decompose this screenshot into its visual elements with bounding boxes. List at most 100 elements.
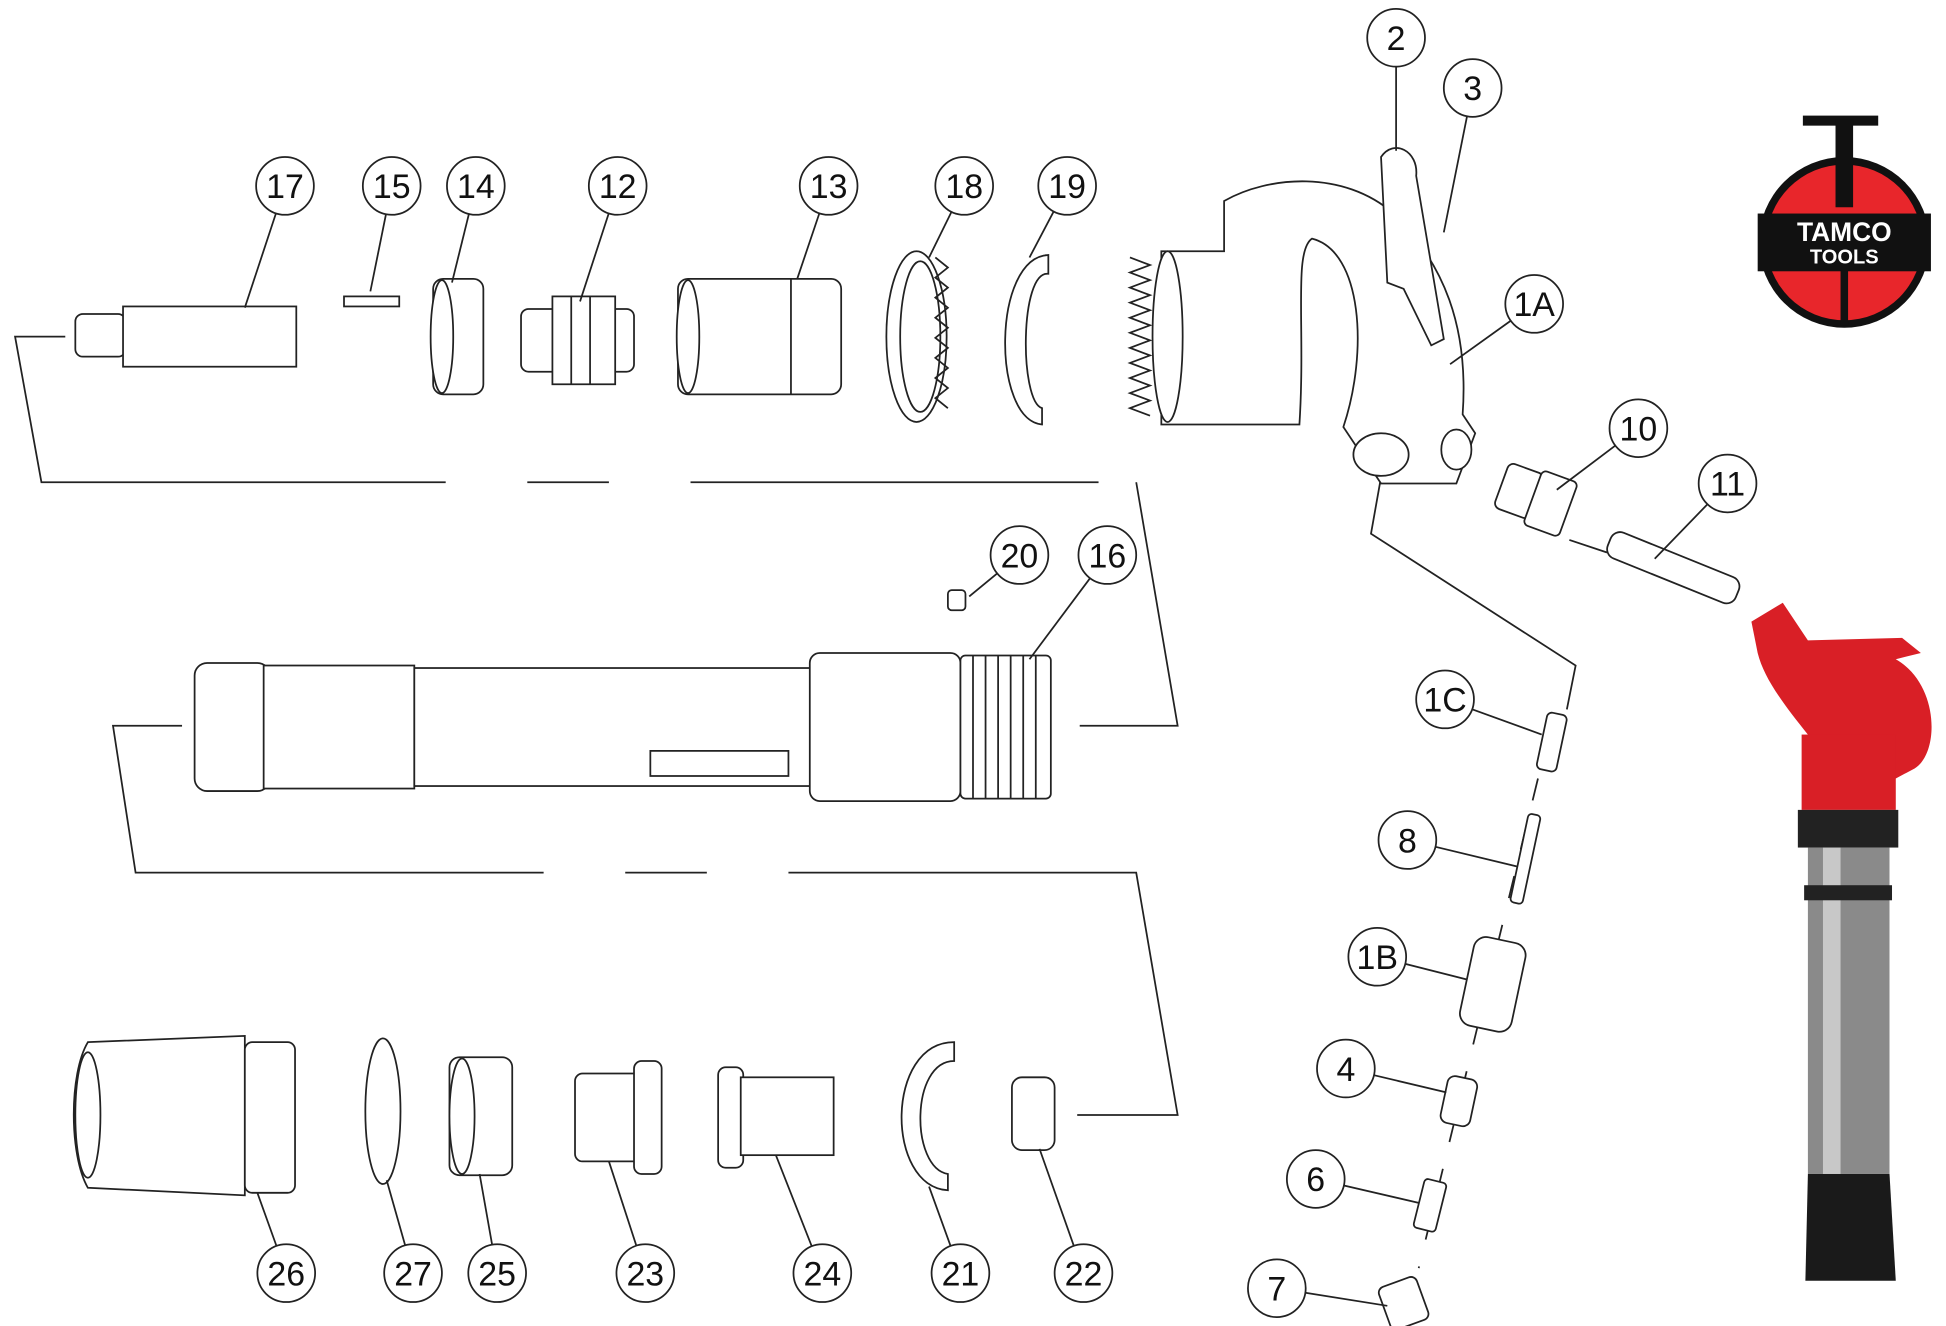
tamco-tools-logo: TAMCO TOOLS <box>1757 115 1931 328</box>
callout-11: 11 <box>1654 453 1758 560</box>
leader-line <box>1449 320 1512 365</box>
callout-14: 14 <box>446 156 506 283</box>
part-19-spring-clip <box>1004 254 1050 426</box>
callout-1b: 1B <box>1347 927 1467 987</box>
callout-circle <box>989 525 1050 585</box>
part-4-plunger <box>1439 1075 1479 1128</box>
callout-circle <box>1053 1243 1114 1303</box>
callout-2: 2 <box>1366 8 1426 151</box>
part-1c-tube <box>1536 711 1568 773</box>
part-1a-handle <box>1127 147 1477 485</box>
callout-label: 22 <box>1065 1255 1103 1293</box>
part-17-chisel-retainer <box>74 305 298 368</box>
callout-label: 7 <box>1267 1270 1286 1308</box>
callout-label: 8 <box>1398 822 1417 860</box>
callout-circle <box>467 1243 527 1303</box>
callout-12: 12 <box>579 156 648 302</box>
callout-circle <box>256 1243 317 1303</box>
leader-line <box>968 572 998 598</box>
callout-label: 19 <box>1048 168 1086 206</box>
part-8-pin <box>1509 813 1542 905</box>
callout-circle <box>587 156 648 216</box>
callout-label: 14 <box>457 168 495 206</box>
callout-label: 17 <box>266 168 304 206</box>
callout-27: 27 <box>383 1180 443 1303</box>
callout-17: 17 <box>243 156 315 308</box>
leader-line <box>1028 577 1091 660</box>
part-15-pin <box>343 295 401 308</box>
leader-line <box>579 213 610 302</box>
callout-circle <box>361 156 422 216</box>
callout-circle <box>930 1243 991 1303</box>
callout-circle <box>1442 58 1503 118</box>
callout-25: 25 <box>467 1173 527 1303</box>
callout-15: 15 <box>361 156 422 292</box>
callout-circle <box>1504 274 1564 334</box>
leader-line <box>1373 1074 1447 1094</box>
callout-circle <box>792 1243 853 1303</box>
callout-circle <box>1415 669 1475 730</box>
callout-label: 11 <box>1710 466 1745 504</box>
callout-label: 1C <box>1423 682 1466 720</box>
callout-label: 1A <box>1513 286 1555 324</box>
leader-line <box>1028 211 1055 258</box>
part-18-lock-ring <box>885 250 950 423</box>
callout-24: 24 <box>775 1154 853 1303</box>
callout-21: 21 <box>928 1186 991 1303</box>
callout-16: 16 <box>1028 525 1138 660</box>
part-16-barrel <box>193 652 1052 802</box>
part-12-valve <box>520 295 635 386</box>
part-11-hose-barb <box>1606 531 1741 605</box>
callout-circle <box>1247 1258 1307 1318</box>
leader-line <box>1556 444 1616 491</box>
callout-6: 6 <box>1285 1149 1419 1209</box>
callout-13: 13 <box>796 156 859 280</box>
logo-line2: TOOLS <box>1810 247 1879 269</box>
logo-line1: TAMCO <box>1797 217 1892 247</box>
callout-circle <box>1037 156 1097 216</box>
callout-8: 8 <box>1377 810 1517 870</box>
callout-circle <box>383 1243 443 1303</box>
callout-3: 3 <box>1442 58 1503 233</box>
callout-1c: 1C <box>1415 669 1543 736</box>
leader-line <box>928 211 953 258</box>
part-25-bushing <box>448 1056 514 1177</box>
callout-circle <box>1697 453 1758 514</box>
callout-circle <box>1316 1038 1376 1099</box>
callout-26: 26 <box>256 1192 317 1303</box>
leader-line <box>1343 1184 1419 1204</box>
callout-circle <box>1366 8 1426 68</box>
tool-photo <box>1751 602 1932 1281</box>
callout-19: 19 <box>1028 156 1097 258</box>
callout-10: 10 <box>1556 398 1669 491</box>
callout-label: 15 <box>373 168 411 206</box>
leader-line <box>1038 1148 1075 1247</box>
callout-circle <box>1608 398 1669 458</box>
leader-line <box>608 1161 638 1246</box>
part-1b-valve-body <box>1459 936 1527 1033</box>
callout-label: 3 <box>1463 70 1482 108</box>
leader-line <box>478 1173 493 1245</box>
leader-line <box>385 1180 407 1246</box>
leader-line <box>928 1186 952 1247</box>
callout-label: 21 <box>942 1255 980 1293</box>
callout-circle <box>615 1243 676 1303</box>
callout-23: 23 <box>608 1161 676 1303</box>
leader-line <box>796 212 821 280</box>
callout-circle <box>446 156 506 216</box>
part-14-ring <box>429 277 485 396</box>
leader-line <box>256 1192 278 1247</box>
callout-label: 1B <box>1357 939 1398 977</box>
leader-line <box>369 214 387 292</box>
callout-20: 20 <box>968 525 1050 598</box>
callout-label: 6 <box>1306 1161 1325 1199</box>
part-10-fitting <box>1494 463 1578 537</box>
part-13-cylinder-sleeve <box>675 277 843 396</box>
callout-circle <box>1077 525 1138 585</box>
callout-7: 7 <box>1247 1258 1388 1318</box>
part-27-retainer-ring <box>364 1037 402 1185</box>
leader-line <box>1405 963 1467 981</box>
leader-line <box>243 213 277 308</box>
callout-label: 13 <box>810 168 848 206</box>
